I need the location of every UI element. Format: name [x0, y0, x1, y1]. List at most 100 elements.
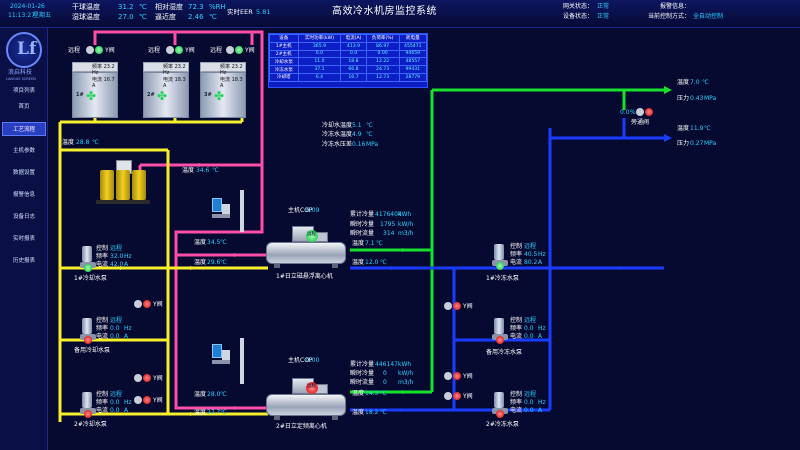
table-cell: 6.4 — [297, 72, 342, 82]
chiller1-control-cabinet[interactable] — [212, 198, 230, 220]
return-press-unit: MPa — [704, 140, 717, 147]
control-mode-value[interactable]: 全自动控制 — [693, 13, 724, 20]
cw-pump-2-ctrl-label: 控制 — [96, 391, 109, 398]
chiller2-cw-out-value: 27.7 — [207, 409, 221, 416]
temp-unit: ℃ — [380, 259, 387, 266]
nav-process-flow[interactable]: 工艺流程 — [2, 122, 46, 136]
chiller2-acc-cool-value: 446147 — [375, 361, 398, 368]
nav-alarm-info[interactable]: 报警信息 — [12, 192, 35, 198]
bypass-pct-unit: % — [630, 109, 636, 116]
table-cell: 86.97 — [365, 41, 400, 51]
bypass-pct: 0.0 — [620, 109, 630, 116]
chw-pump-2-cur-label: 电流 — [510, 407, 523, 414]
company-logo: Lf — [6, 32, 42, 68]
chw-pump-backup-valve-tag: Y阀 — [463, 373, 473, 380]
chw-temp-unit: ℃ — [366, 131, 373, 138]
chw-pump-backup-ctrl: 远程 — [524, 317, 537, 324]
unit: Hz — [124, 399, 132, 406]
rh-value: 72.3 — [188, 3, 204, 11]
table-header: 负荷率(%) — [365, 34, 400, 43]
chiller-2[interactable]: 远程 — [266, 378, 346, 420]
unit: A — [124, 261, 129, 268]
table-cell: 37.1 — [297, 65, 342, 74]
cw-pump-3-valve-icon[interactable] — [134, 396, 142, 404]
chw-pump-1-valve-icon[interactable] — [444, 302, 452, 310]
supply-press-unit: MPa — [704, 95, 717, 102]
weekday-text: 星期五 — [33, 12, 52, 19]
page-title: 高效冷水机房监控系统 — [332, 6, 437, 17]
cw-pump-1-valve-icon[interactable] — [134, 300, 142, 308]
bypass-valve-icon[interactable] — [636, 108, 644, 116]
chiller1-chw-out-label: 温度 — [352, 240, 365, 247]
cooling-tower-1[interactable]: 频率 23.2 Hz 电流 16.7 A 1# ✤ — [72, 62, 118, 118]
table-header: 设备 — [269, 34, 299, 43]
gateway-label: 网关状态： — [563, 3, 594, 10]
tower2-valve-tag: Y阀 — [185, 47, 195, 54]
table-cell: 0.0 — [297, 49, 342, 59]
chiller1-chw-out-value: 7.1 — [365, 240, 375, 247]
chiller1-acc-cool-value: 4176404 — [375, 211, 402, 218]
cw-pump-backup-freq-label: 频率 — [96, 325, 109, 332]
cw-pump-2-cur: 0.0 — [110, 407, 120, 414]
chiller-1[interactable]: 远程 — [266, 226, 346, 268]
chw-pump-backup-ctrl-label: 控制 — [510, 317, 523, 324]
chiller1-inst-power-label: 瞬时冷量 — [350, 221, 375, 228]
tower3-valve-icon[interactable] — [226, 46, 234, 54]
tower3-info: 频率 23.2 Hz 电流 18.3 A — [220, 64, 243, 89]
chw-pump-1-status-icon — [496, 262, 504, 270]
chiller2-control-cabinet[interactable] — [212, 344, 230, 366]
chw-pump-2-valve-icon[interactable] — [444, 392, 452, 400]
cw-supply-temp-value: 34.6 — [196, 167, 210, 174]
cw-pump-2-valve-icon[interactable] — [134, 374, 142, 382]
eer-value: 5.81 — [256, 8, 271, 16]
unit: Hz — [538, 399, 546, 406]
temp-unit: ℃ — [380, 390, 387, 397]
cw-pump-2-freq: 0.0 — [110, 399, 120, 406]
nav-history-report[interactable]: 历史报表 — [12, 258, 35, 264]
cw-pump-1-cur: 42.0 — [110, 261, 124, 268]
dry-temp-value: 31.2 — [118, 3, 134, 11]
chw-pump-1-valve-status-icon — [453, 302, 461, 310]
nav-data-settings[interactable]: 数据设置 — [12, 170, 35, 176]
chw-pump-2-valve-status-icon — [453, 392, 461, 400]
chw-pump-backup-freq: 0.0 — [524, 325, 534, 332]
nav-realtime-report[interactable]: 实时报表 — [12, 236, 35, 242]
chiller1-cw-out-label: 温度 — [194, 259, 207, 266]
tower1-valve-icon[interactable] — [86, 46, 94, 54]
tower1-info: 频率 23.2 Hz 电流 16.7 A — [92, 64, 115, 89]
chiller2-cop-label: 主机COP — [288, 357, 313, 364]
tower2-valve-icon[interactable] — [166, 46, 174, 54]
temp-unit: ℃ — [220, 391, 227, 398]
brand-name: 浪启科技 — [8, 69, 33, 76]
cw-pump-1-valve-status-icon — [143, 300, 151, 308]
approach-label: 逼近度 — [155, 13, 176, 21]
chiller2-acc-cool-label: 累计冷量 — [350, 361, 375, 368]
nav-device-log[interactable]: 设备日志 — [12, 214, 35, 220]
rh-unit: %RH — [209, 3, 226, 11]
chw-pump-1-freq-label: 频率 — [510, 251, 523, 258]
chw-pump-backup-valve-icon[interactable] — [444, 372, 452, 380]
tower2-info: 频率 23.2 Hz 电流 18.3 A — [163, 64, 186, 89]
dosing-tank-unit[interactable] — [96, 160, 150, 210]
tower1-valve-tag: Y阀 — [105, 47, 115, 54]
cooling-tower-2[interactable]: 频率 23.2 Hz 电流 18.3 A 2# ✤ — [143, 62, 189, 118]
fan-icon: ✤ — [214, 89, 225, 103]
table-cell: 11.0 — [297, 57, 342, 67]
cw-pump-1-ctrl-label: 控制 — [96, 245, 109, 252]
wet-temp-label: 湿球温度 — [72, 13, 100, 21]
cw-return-temp-unit: ℃ — [92, 139, 99, 146]
unit: kW/h — [398, 221, 414, 228]
nav-home[interactable]: 首页 — [18, 104, 30, 110]
nav-project-list[interactable]: 项目列表 — [12, 88, 35, 94]
chiller2-pipe-riser — [240, 338, 244, 384]
unit: A — [124, 407, 129, 414]
tower1-name: 1# — [76, 92, 84, 98]
chw-temp-label: 冷冻水温度 — [322, 131, 353, 138]
table-cell: 365.9 — [297, 41, 342, 51]
nav-chiller-params[interactable]: 主机参数 — [12, 148, 35, 154]
cooling-tower-3[interactable]: 频率 23.2 Hz 电流 18.3 A 3# ✤ — [200, 62, 246, 118]
chw-temp-value: 4.9 — [352, 131, 362, 138]
cw-pump-1-freq: 32.0 — [110, 253, 124, 260]
